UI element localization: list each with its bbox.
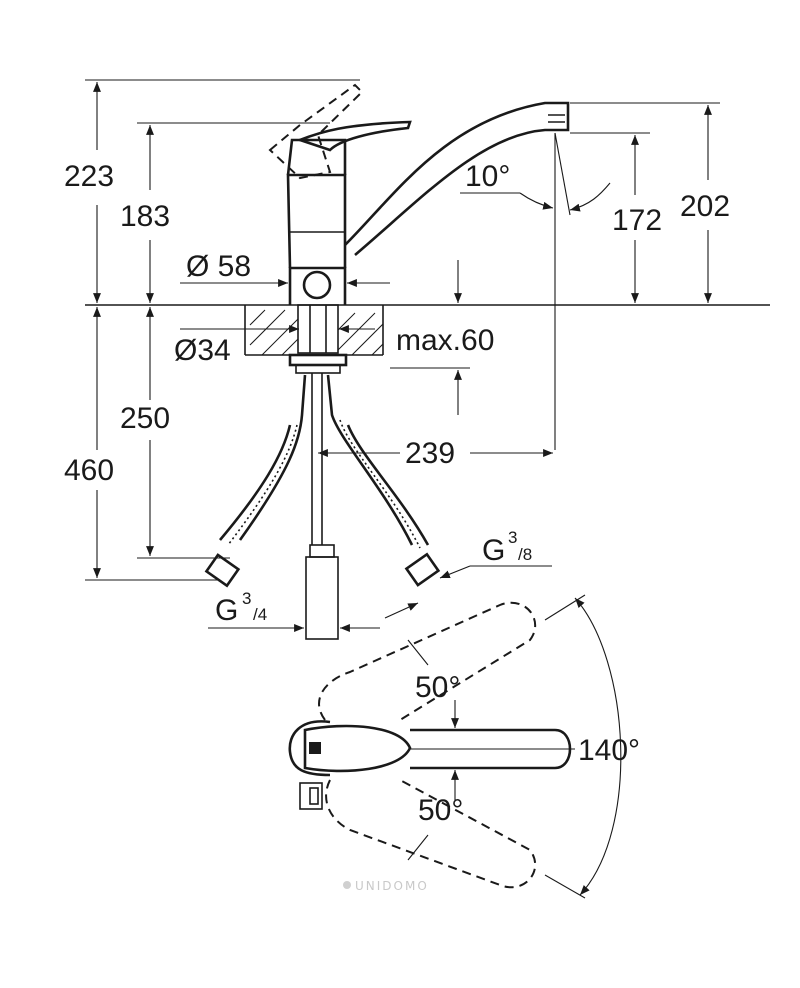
thread-outlet-num: 3 <box>508 528 517 547</box>
worktop-section-right <box>337 305 384 356</box>
dim-223-label: 223 <box>64 160 114 193</box>
centre-rod <box>305 373 339 640</box>
dim-460-label: 460 <box>64 454 114 487</box>
faucet-body <box>286 101 570 305</box>
dim-10deg <box>460 132 611 450</box>
thread-inlet-num: 3 <box>242 589 251 608</box>
swing-total-label: 140° <box>578 734 640 767</box>
dim-460 <box>85 307 220 581</box>
thread-inlet-G: G <box>215 594 238 627</box>
top-view-spout-lower-dashed <box>325 779 537 889</box>
watermark-text: UNIDOMO <box>355 879 429 893</box>
dim-183-label: 183 <box>120 200 170 233</box>
dim-max60-label: max.60 <box>396 324 494 357</box>
dim-10deg-label: 10° <box>465 160 510 193</box>
thread-outlet-den: /8 <box>518 545 532 564</box>
dim-dia34-label: Ø34 <box>174 334 231 367</box>
dim-250 <box>137 307 230 559</box>
swing-lower-label: 50° <box>418 794 463 827</box>
mounting-stud <box>288 304 348 374</box>
top-view-body <box>288 720 575 810</box>
dim-172-label: 172 <box>612 204 662 237</box>
dim-183 <box>137 122 330 303</box>
swing-arcs <box>407 594 622 899</box>
top-view-spout-upper-dashed <box>318 601 537 721</box>
dim-250-label: 250 <box>120 402 170 435</box>
swing-upper-label: 50° <box>415 671 460 704</box>
hose-right <box>326 374 441 587</box>
dim-max60 <box>390 260 470 415</box>
lever-raised-dashed <box>268 83 364 180</box>
thread-outlet-G: G <box>482 534 505 567</box>
dim-202-label: 202 <box>680 190 730 223</box>
dim-202 <box>570 102 720 303</box>
dim-239-label: 239 <box>405 437 455 470</box>
dim-223 <box>85 79 360 303</box>
thread-inlet-den: /4 <box>253 605 267 624</box>
dim-dia58-label: Ø 58 <box>186 250 251 283</box>
hose-left <box>204 374 307 588</box>
dim-172 <box>570 132 650 303</box>
watermark-logo-icon <box>343 881 351 889</box>
worktop-section-left <box>244 305 299 356</box>
dim-thread-outlet <box>384 565 552 619</box>
